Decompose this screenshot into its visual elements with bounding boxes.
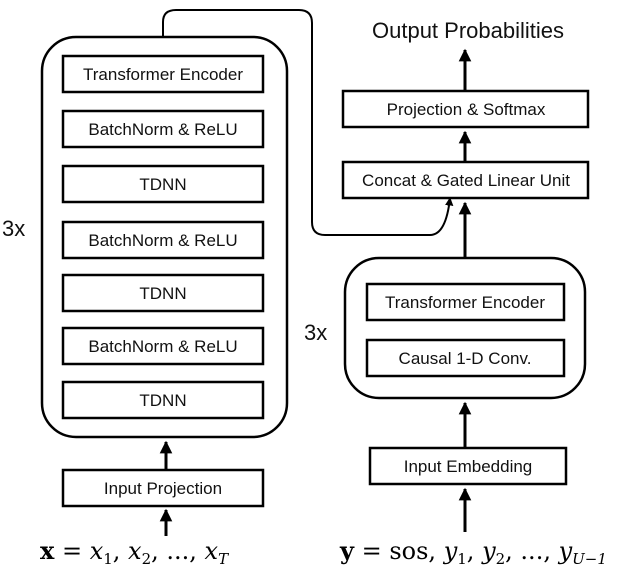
- encoder-block-batchnorm-relu-2: BatchNorm & ReLU: [61, 220, 265, 260]
- decoder-block-causal-conv: Causal 1-D Conv.: [365, 338, 566, 378]
- svg-text:Projection & Softmax: Projection & Softmax: [387, 100, 546, 119]
- svg-text:BatchNorm & ReLU: BatchNorm & ReLU: [88, 337, 237, 356]
- output-probabilities-label: Output Probabilities: [372, 18, 564, 43]
- encoder-input-formula: x = x1, x2, ..., xT: [40, 536, 229, 568]
- decoder-block-transformer-encoder: Transformer Encoder: [365, 282, 566, 322]
- encoder-output-connector: [162, 9, 454, 236]
- projection-softmax-box: Projection & Softmax: [341, 89, 590, 129]
- encoder-block-tdnn-2: TDNN: [61, 273, 265, 313]
- encoder-block-batchnorm-relu-1: BatchNorm & ReLU: [61, 109, 265, 149]
- encoder-repeat-group: [40, 35, 289, 439]
- encoder-block-transformer-encoder: Transformer Encoder: [61, 54, 265, 94]
- svg-text:Input Embedding: Input Embedding: [404, 457, 533, 476]
- svg-text:TDNN: TDNN: [139, 391, 186, 410]
- decoder-repeat-label: 3x: [304, 320, 327, 345]
- encoder-block-tdnn-1: TDNN: [61, 164, 265, 204]
- svg-text:Causal 1-D Conv.: Causal 1-D Conv.: [399, 349, 532, 368]
- svg-text:TDNN: TDNN: [139, 175, 186, 194]
- svg-text:BatchNorm & ReLU: BatchNorm & ReLU: [88, 231, 237, 250]
- svg-text:Concat & Gated Linear Unit: Concat & Gated Linear Unit: [362, 171, 570, 190]
- encoder-block-tdnn-3: TDNN: [61, 380, 265, 420]
- svg-text:Input Projection: Input Projection: [104, 479, 222, 498]
- encoder-block-batchnorm-relu-3: BatchNorm & ReLU: [61, 326, 265, 366]
- decoder-input-formula: y = sos, y1, y2, ..., yU−1: [339, 536, 607, 568]
- svg-text:Transformer Encoder: Transformer Encoder: [83, 65, 243, 84]
- encoder-repeat-label: 3x: [2, 216, 25, 241]
- concat-glu-box: Concat & Gated Linear Unit: [341, 160, 590, 200]
- svg-text:TDNN: TDNN: [139, 284, 186, 303]
- input-projection-box: Input Projection: [61, 468, 265, 508]
- decoder-repeat-group: [343, 256, 587, 400]
- svg-text:BatchNorm & ReLU: BatchNorm & ReLU: [88, 120, 237, 139]
- input-embedding-box: Input Embedding: [368, 446, 568, 486]
- svg-text:Transformer Encoder: Transformer Encoder: [385, 293, 545, 312]
